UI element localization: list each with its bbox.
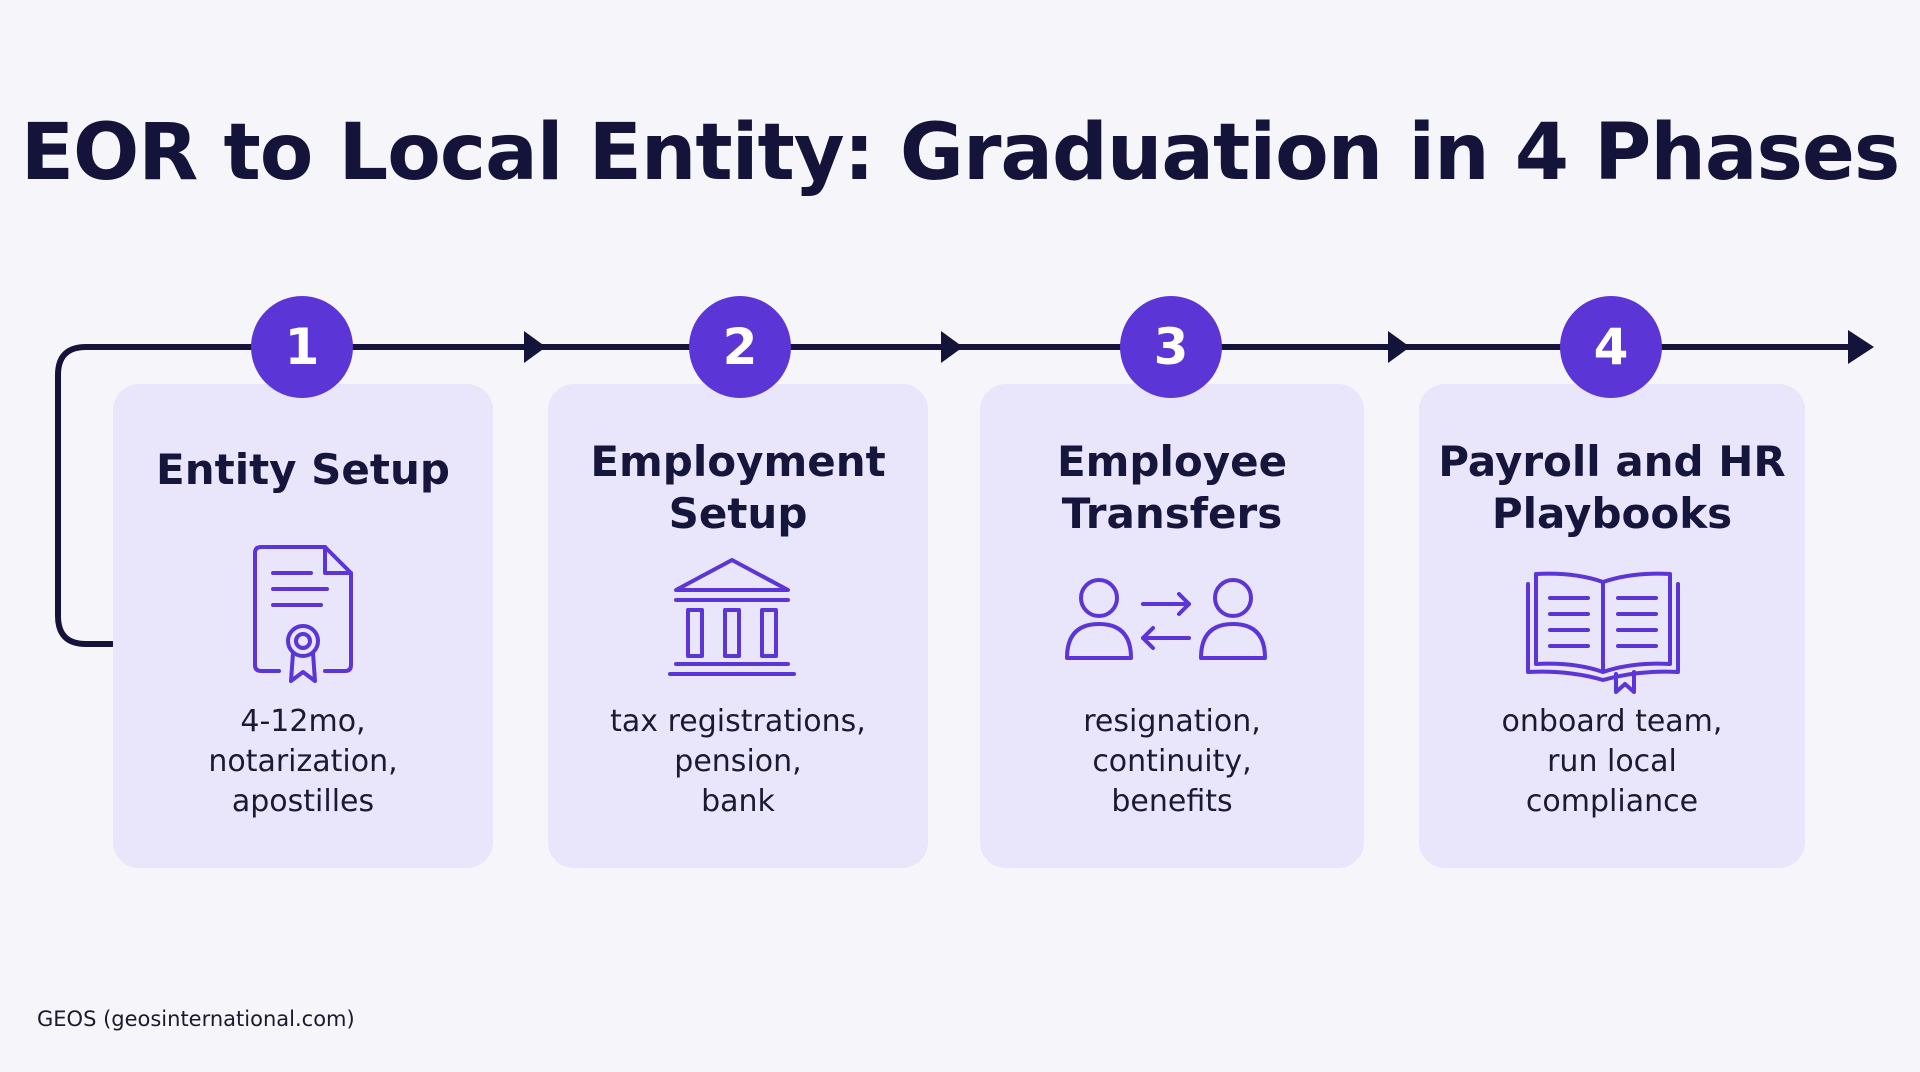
phase-desc-line: compliance (1525, 784, 1699, 819)
phase-desc-line: notarization, (208, 744, 398, 779)
phase-title: Payroll and HR Playbooks (1429, 436, 1795, 540)
phase-desc-line: pension, (674, 744, 802, 779)
phase-title-line: Transfers (1061, 489, 1283, 538)
phase-description: tax registrations, pension, bank (558, 702, 918, 822)
phase-title-line: Entity Setup (156, 445, 450, 494)
phase-desc-line: run local (1547, 744, 1677, 779)
phase-title-line: Playbooks (1491, 489, 1733, 538)
arrow-head-end (1848, 330, 1874, 364)
phase-description: resignation, continuity, benefits (990, 702, 1354, 822)
arrow-head-3 (1388, 331, 1410, 363)
people-transfer-icon (1065, 578, 1267, 660)
phase-desc-line: bank (701, 784, 775, 819)
phase-card-1: Entity Setup 4-12mo, notarization, apost… (113, 384, 493, 868)
phase-description: 4-12mo, notarization, apostilles (123, 702, 483, 822)
open-book-icon (1526, 571, 1680, 694)
phase-card-3: Employee Transfers resignation, continui… (980, 384, 1364, 868)
phase-title: Employee Transfers (990, 436, 1354, 540)
phase-title-line: Setup (668, 489, 808, 538)
phase-title: Employment Setup (558, 436, 918, 540)
phase-title-line: Payroll and HR (1438, 437, 1786, 486)
phase-title-line: Employee (1056, 437, 1288, 486)
phase-desc-line: resignation, (1083, 704, 1261, 739)
phase-title: Entity Setup (123, 444, 483, 496)
phase-number-badge-1: 1 (251, 296, 353, 398)
page-title: EOR to Local Entity: Graduation in 4 Pha… (20, 108, 1901, 198)
phase-card-4: Payroll and HR Playbooks onboard team, r… (1419, 384, 1805, 868)
phase-title-line: Employment (590, 437, 886, 486)
source-credit: GEOS (geosinternational.com) (37, 1007, 355, 1031)
phase-desc-line: tax registrations, (610, 704, 866, 739)
phase-desc-line: apostilles (231, 784, 375, 819)
bank-building-icon (668, 558, 796, 676)
phase-desc-line: continuity, (1092, 744, 1252, 779)
phase-number-badge-3: 3 (1120, 296, 1222, 398)
certificate-icon (253, 545, 353, 683)
phase-description: onboard team, run local compliance (1429, 702, 1795, 822)
phase-number-badge-2: 2 (689, 296, 791, 398)
phase-desc-line: benefits (1111, 784, 1233, 819)
phase-desc-line: 4-12mo, (240, 704, 366, 739)
phase-desc-line: onboard team, (1501, 704, 1723, 739)
arrow-head-2 (941, 331, 963, 363)
arrow-head-1 (524, 331, 546, 363)
phase-card-2: Employment Setup tax registrations, pens… (548, 384, 928, 868)
phase-number-badge-4: 4 (1560, 296, 1662, 398)
